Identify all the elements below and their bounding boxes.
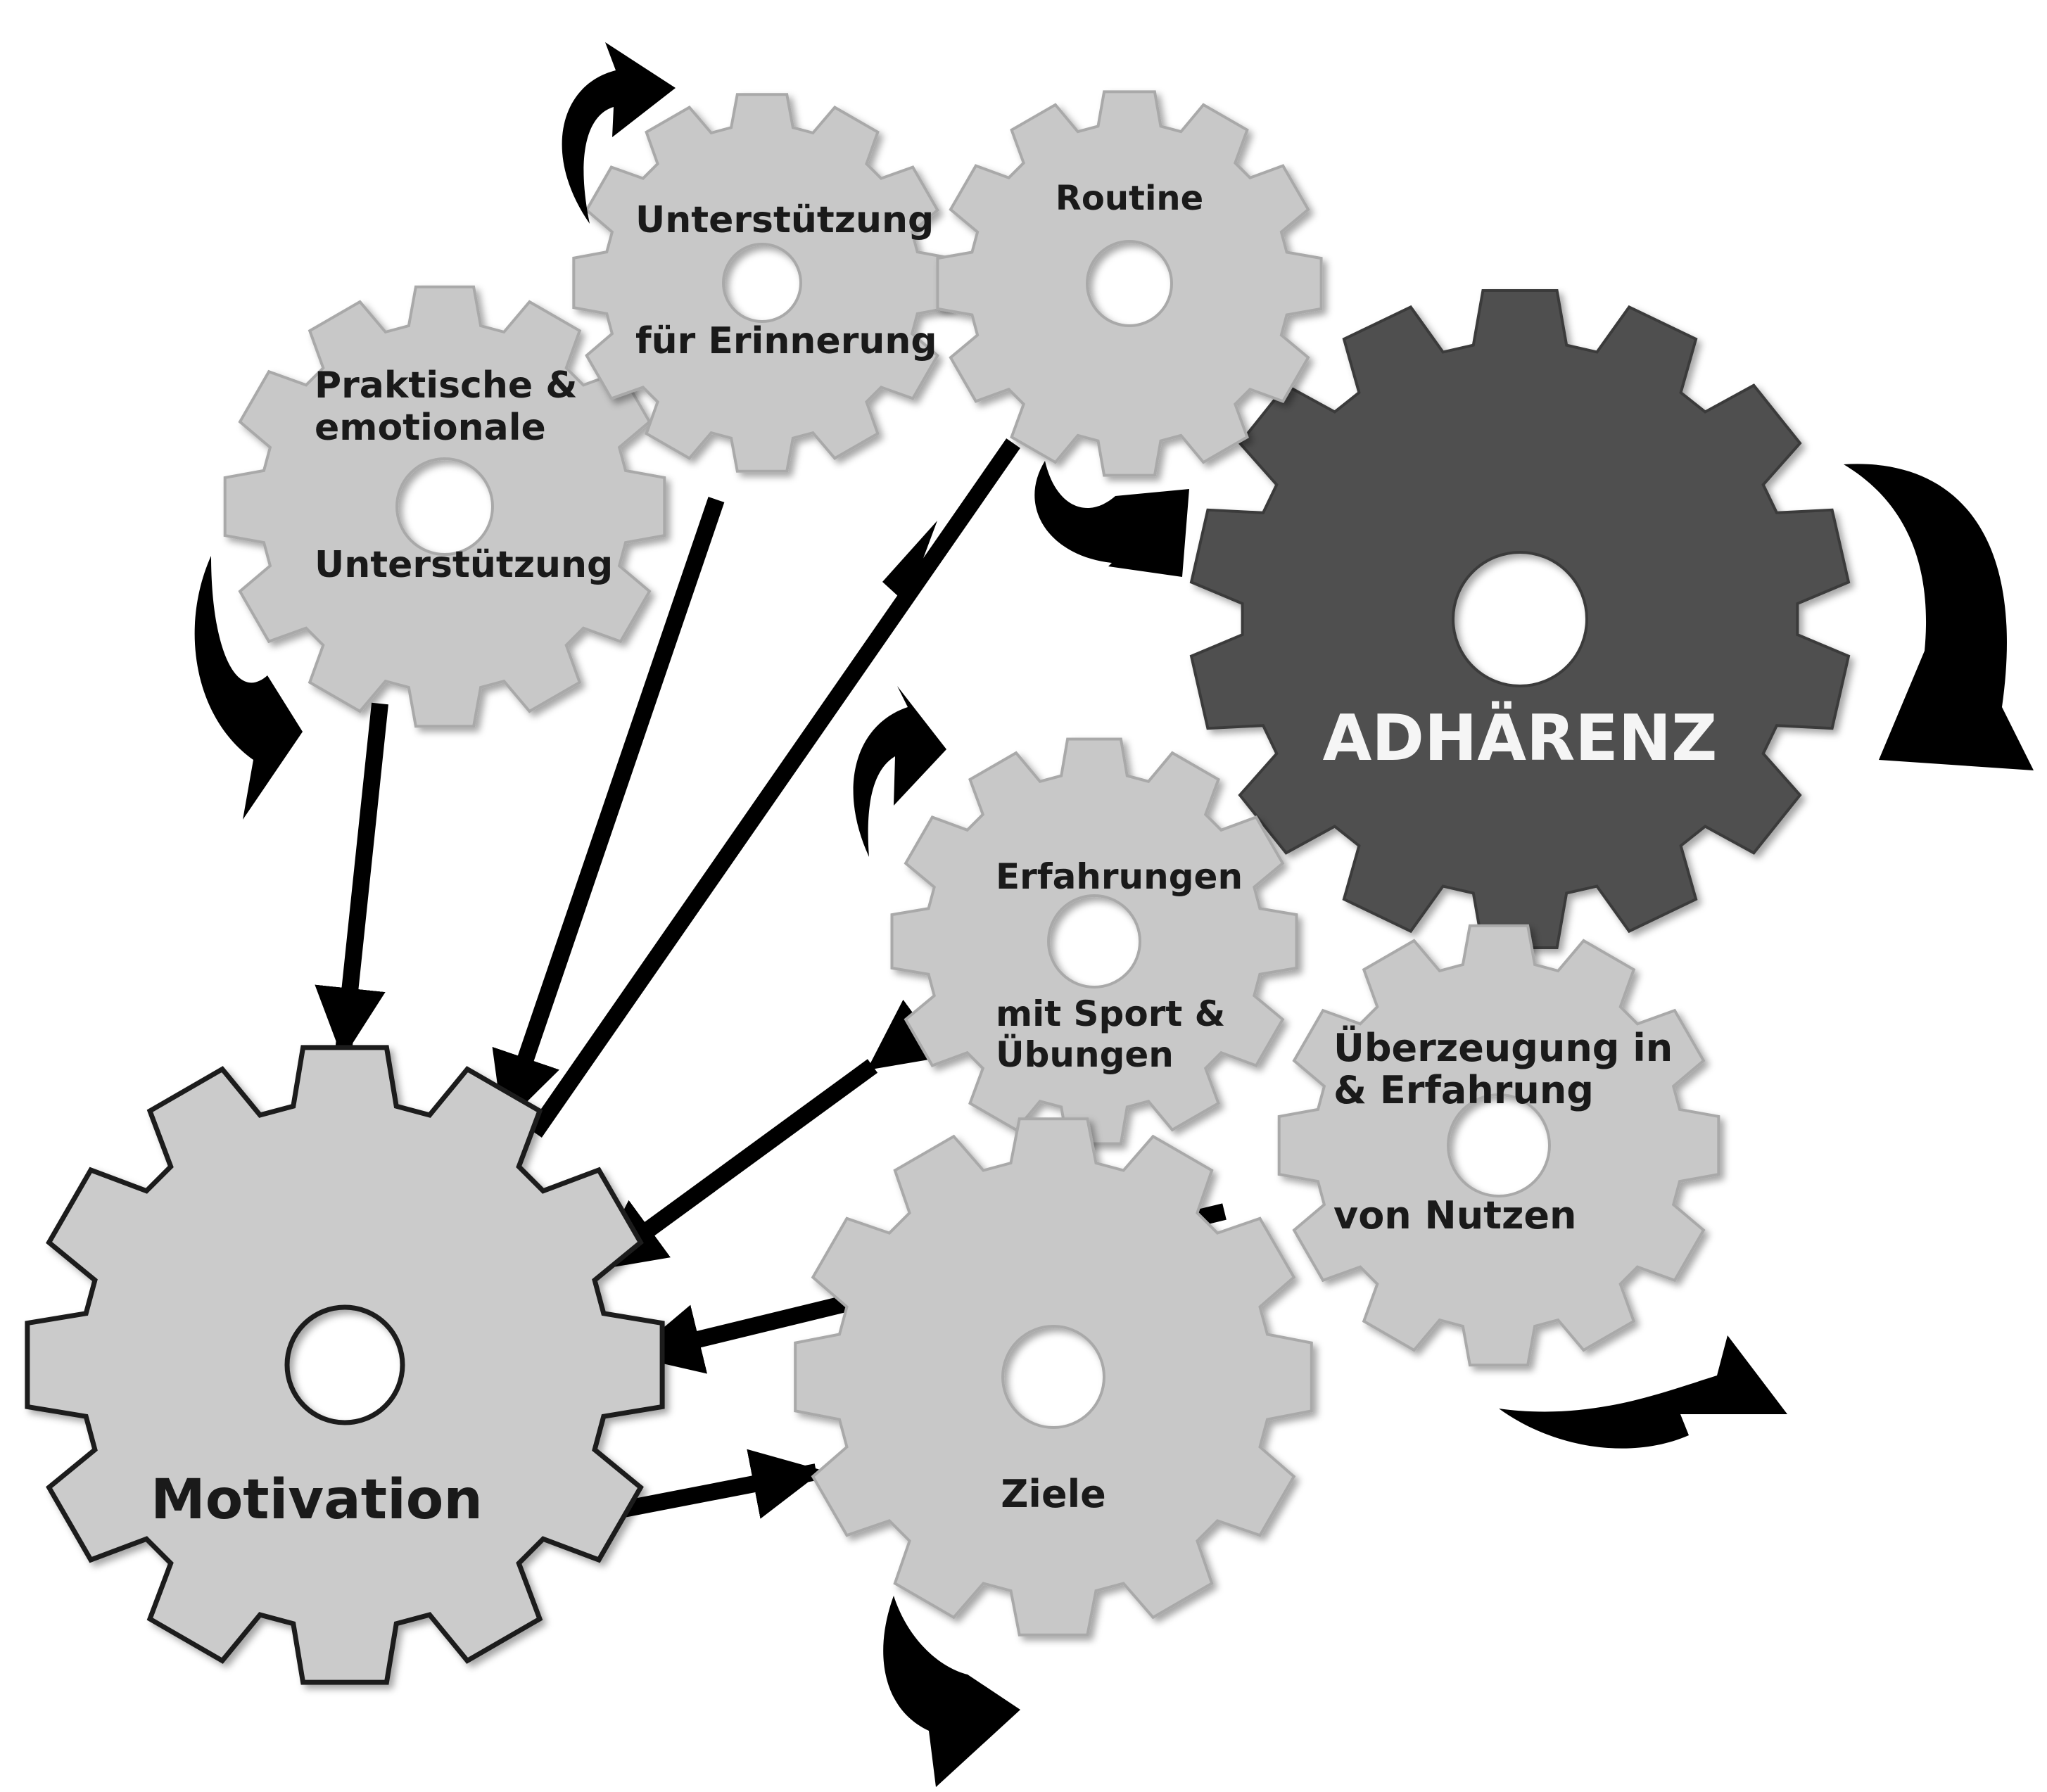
gear-erfahrungen-sport: Erfahrungen mit Sport & Übungen bbox=[890, 737, 1298, 1145]
gear-ziele: Ziele bbox=[794, 1117, 1313, 1637]
ueberzeugung-line2: & Erfahrung bbox=[1333, 1068, 1594, 1112]
rotation-arrow-ueberzeugung bbox=[1499, 1335, 1787, 1449]
rotation-arrow-praktische bbox=[194, 556, 303, 820]
adherence-label: ADHÄRENZ bbox=[1323, 701, 1718, 775]
gear-unterstuetzung-erinnerung: Unterstützung für Erinnerung bbox=[572, 93, 952, 473]
arrowhead-motivation-routine bbox=[882, 521, 937, 604]
rotation-arrow-erfahrungen bbox=[853, 686, 946, 857]
rotation-arrow-adherence bbox=[1844, 464, 2034, 770]
rotation-arrow-ziele bbox=[883, 1596, 1020, 1787]
motivation-label: Motivation bbox=[151, 1468, 483, 1532]
gear-routine: Routine bbox=[936, 90, 1323, 477]
erfahrungen-line2: mit Sport & bbox=[996, 993, 1225, 1034]
praktische-line1: Praktische & bbox=[315, 364, 578, 407]
gear-ueberzeugung-nutzen: Überzeugung in & Erfahrung von Nutzen bbox=[1277, 924, 1720, 1367]
erinnerung-line2: für Erinnerung bbox=[635, 320, 937, 362]
ueberzeugung-line1: Überzeugung in bbox=[1333, 1026, 1673, 1070]
arrow-praktische-to-motivation bbox=[315, 702, 388, 1060]
arrow-motivation-to-ziele bbox=[596, 1449, 823, 1523]
rotation-arrow-routine bbox=[1034, 461, 1189, 577]
rotation-arrow-erinnerung bbox=[562, 42, 676, 224]
erfahrungen-line1: Erfahrungen bbox=[996, 856, 1243, 897]
erinnerung-line1: Unterstützung bbox=[635, 199, 934, 241]
gear-praktische-unterstuetzung: Praktische & emotionale Unterstützung bbox=[223, 285, 666, 728]
arrow-erfahrungen-to-motivation bbox=[592, 999, 945, 1273]
erfahrungen-line3: Übungen bbox=[996, 1034, 1174, 1075]
ueberzeugung-line3: von Nutzen bbox=[1333, 1193, 1577, 1238]
arrow-erinnerung-to-motivation bbox=[492, 497, 725, 1126]
ziele-label: Ziele bbox=[1001, 1472, 1105, 1516]
gear-adherence: ADHÄRENZ bbox=[1189, 289, 1851, 949]
praktische-line3: Unterstützung bbox=[315, 544, 613, 586]
routine-label: Routine bbox=[1056, 179, 1203, 218]
praktische-line2: emotionale bbox=[315, 407, 546, 449]
gear-motivation: Motivation bbox=[25, 1045, 665, 1685]
